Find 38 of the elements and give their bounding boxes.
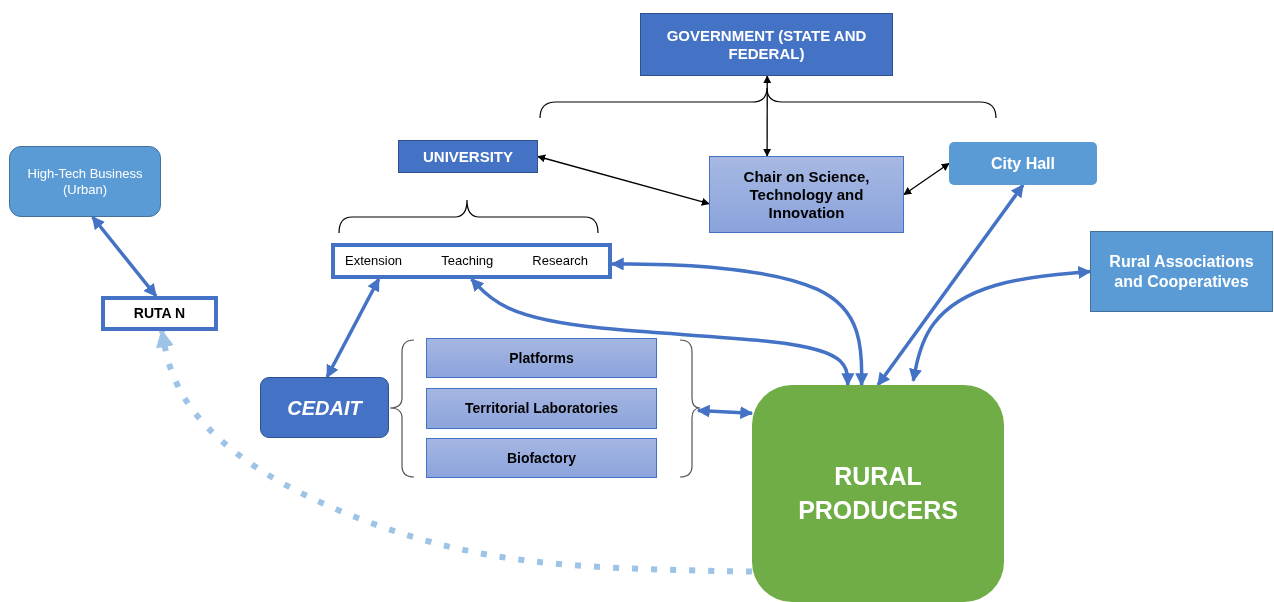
node-label: RUTA N bbox=[133, 305, 186, 322]
double-arrow bbox=[903, 162, 950, 196]
double-arrow bbox=[763, 75, 772, 157]
process-box bbox=[709, 156, 904, 233]
node-label: Platforms bbox=[509, 349, 574, 367]
process-box bbox=[426, 388, 657, 429]
rounded-box bbox=[9, 146, 161, 217]
process-box bbox=[426, 438, 657, 478]
double-arrow bbox=[909, 266, 1092, 382]
double-arrow bbox=[325, 277, 381, 379]
node-label: Chair on Science, Technology and Innovation bbox=[742, 167, 871, 222]
node-label: RURAL PRODUCERS bbox=[797, 460, 959, 526]
node-label: High-Tech Business (Urban) bbox=[26, 165, 144, 198]
double-arrow bbox=[876, 183, 1025, 387]
node-label: GOVERNMENT (STATE AND FEDERAL) bbox=[665, 26, 868, 63]
rounded-box bbox=[260, 377, 389, 438]
node-label: Teaching bbox=[441, 253, 494, 269]
outlined-box bbox=[331, 243, 612, 279]
rounded-box bbox=[949, 142, 1097, 185]
process-box bbox=[1090, 231, 1273, 312]
node-label: Extension bbox=[345, 253, 403, 269]
node-label: UNIVERSITY bbox=[423, 147, 513, 166]
process-box bbox=[398, 140, 538, 173]
dotted-arrow bbox=[156, 329, 753, 575]
node-label: City Hall bbox=[991, 153, 1055, 174]
double-arrow bbox=[91, 215, 158, 298]
process-box bbox=[426, 338, 657, 378]
double-arrow bbox=[470, 277, 855, 387]
node-label: Research bbox=[532, 253, 588, 269]
node-label: CEDAIT bbox=[287, 395, 362, 420]
outlined-box bbox=[101, 296, 218, 331]
double-arrow bbox=[696, 404, 754, 420]
rounded-box bbox=[752, 385, 1004, 602]
double-arrow bbox=[537, 154, 710, 206]
node-label: Rural Associations and Cooperatives bbox=[1108, 252, 1255, 291]
node-label: Territorial Laboratories bbox=[465, 400, 618, 417]
node-label: Biofactory bbox=[506, 449, 577, 467]
process-box bbox=[640, 13, 893, 76]
